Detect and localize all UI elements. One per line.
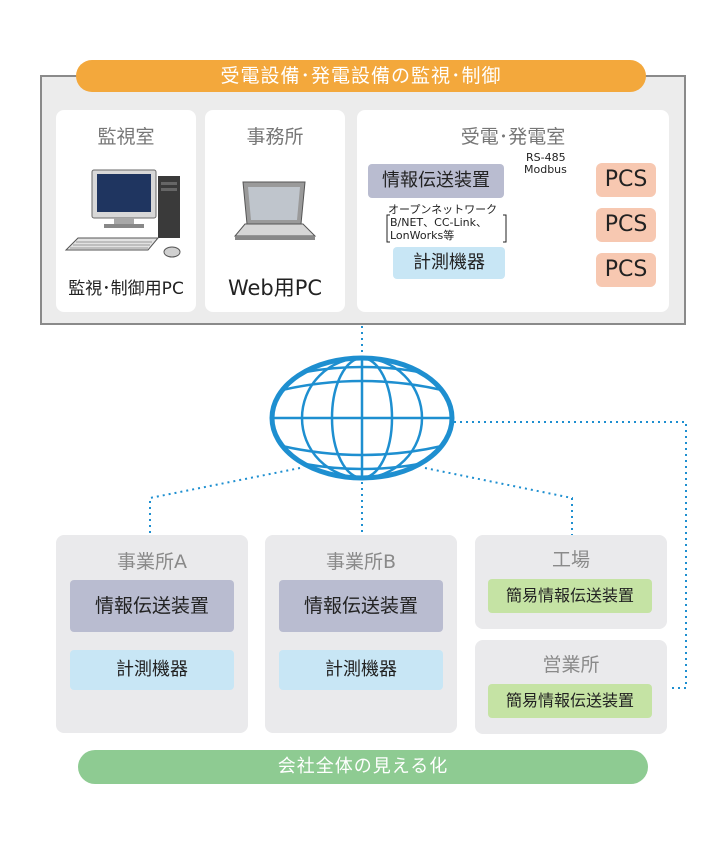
panel-title: 監視室 xyxy=(97,126,155,148)
network-label-1: オープンネットワーク xyxy=(388,203,498,216)
globe-icon xyxy=(269,355,455,481)
panel-monitor-room: 監視室 監視･制御用PC xyxy=(56,110,196,312)
panel-office: 事務所 Web用PC xyxy=(205,110,345,312)
site-title: 事業所B xyxy=(325,551,397,573)
info-transfer-device: 情報伝送装置 xyxy=(368,164,504,198)
desktop-pc-icon xyxy=(64,169,181,258)
line-globe-to-sales xyxy=(448,421,687,689)
top-banner: 受電設備･発電設備の監視･制御 xyxy=(76,60,646,92)
panel-title: 受電･発電室 xyxy=(460,126,566,148)
rs485-label: RS-485 xyxy=(526,151,566,164)
site-a-meter: 計測機器 xyxy=(70,650,234,690)
modbus-label: Modbus xyxy=(524,163,567,176)
site-b-meter: 計測機器 xyxy=(279,650,443,690)
line-globe-to-factory xyxy=(424,467,573,535)
pcs-1: PCS xyxy=(596,163,656,197)
network-brackets xyxy=(386,214,507,243)
pcs-3: PCS xyxy=(596,253,656,287)
site-a-info-device: 情報伝送装置 xyxy=(70,580,234,632)
line-globe-to-site-a xyxy=(149,467,301,535)
site-b-info-device: 情報伝送装置 xyxy=(279,580,443,632)
network-label-3: LonWorks等 xyxy=(390,229,455,242)
site-title: 事業所A xyxy=(117,551,187,573)
site-title: 工場 xyxy=(551,549,590,571)
sales-office-simple-device: 簡易情報伝送装置 xyxy=(488,684,652,718)
pcs-2: PCS xyxy=(596,208,656,242)
pc-label: Web用PC xyxy=(227,276,323,300)
site-b-panel: 事業所B xyxy=(265,535,457,733)
pc-label: 監視･制御用PC xyxy=(68,279,184,299)
site-title: 営業所 xyxy=(542,654,600,676)
site-a-panel: 事業所A xyxy=(56,535,248,733)
panel-title: 事務所 xyxy=(246,126,304,148)
network-label-2: B/NET、CC-Link、 xyxy=(390,216,488,229)
factory-simple-device: 簡易情報伝送装置 xyxy=(488,579,652,613)
laptop-icon xyxy=(233,181,317,240)
bottom-banner: 会社全体の見える化 xyxy=(78,750,648,784)
measuring-device: 計測機器 xyxy=(393,247,505,279)
